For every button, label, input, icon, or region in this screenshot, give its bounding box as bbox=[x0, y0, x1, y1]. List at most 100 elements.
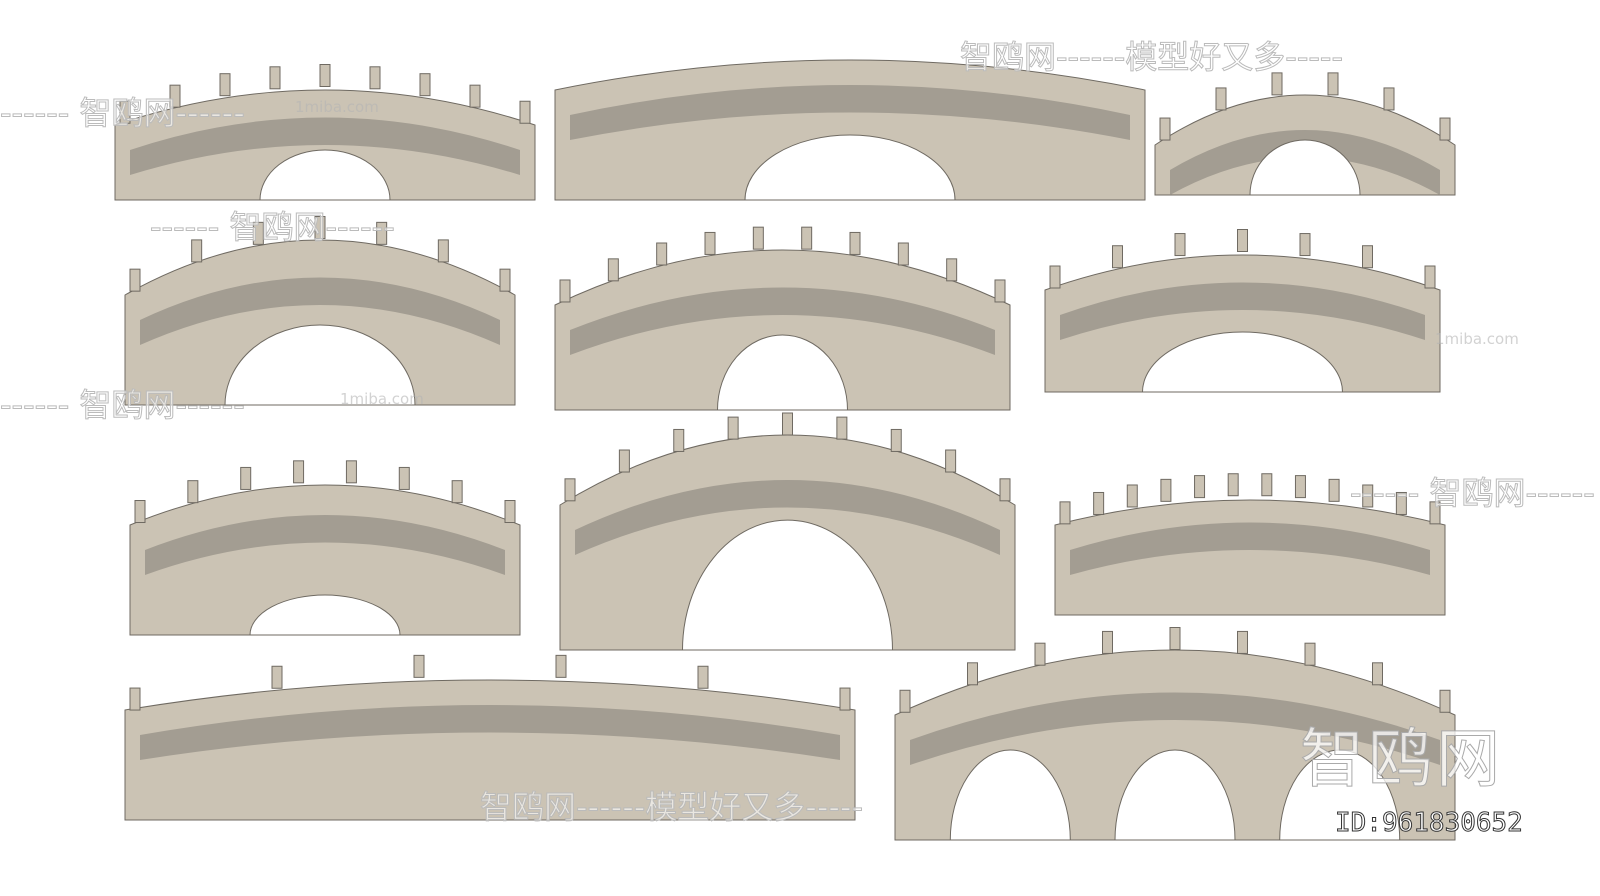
railing-post bbox=[1049, 265, 1061, 289]
railing-post bbox=[1174, 233, 1186, 257]
railing-post bbox=[1159, 117, 1171, 141]
railing-post bbox=[839, 687, 851, 711]
railing-post bbox=[369, 66, 381, 90]
railing-post bbox=[1299, 233, 1311, 257]
arch-opening bbox=[716, 334, 849, 411]
railing-post bbox=[129, 268, 141, 292]
watermark-site-3: 1miba.com bbox=[1435, 330, 1519, 348]
railing-post bbox=[1034, 642, 1046, 666]
arch-opening bbox=[744, 134, 956, 201]
watermark-brand-line-2: ------ 智鸥网------ bbox=[150, 208, 396, 247]
railing-post bbox=[673, 428, 685, 452]
bridge-body bbox=[114, 89, 536, 201]
bridge-body bbox=[1044, 254, 1441, 393]
watermark-id: ID:961830652 bbox=[1335, 808, 1524, 839]
railing-post bbox=[559, 279, 571, 303]
railing-post bbox=[727, 416, 739, 440]
railing-post bbox=[1362, 245, 1373, 269]
railing-post bbox=[994, 279, 1006, 303]
railing-post bbox=[946, 258, 958, 282]
bridge-model-7 bbox=[129, 460, 521, 636]
arch-opening bbox=[1141, 331, 1344, 393]
railing-post bbox=[134, 500, 146, 524]
railing-post bbox=[697, 665, 709, 689]
railing-post bbox=[504, 500, 516, 524]
arch-opening bbox=[249, 594, 401, 636]
railing-post bbox=[967, 662, 978, 686]
railing-post bbox=[129, 687, 141, 711]
railing-post bbox=[499, 268, 511, 292]
bridge-deck-panel bbox=[130, 117, 520, 175]
railing-post bbox=[899, 689, 911, 713]
railing-post bbox=[1395, 491, 1407, 515]
bridge-deck-panel bbox=[145, 515, 505, 575]
railing-post bbox=[849, 231, 861, 255]
railing-post bbox=[469, 84, 481, 108]
railing-post bbox=[1169, 627, 1181, 650]
railing-post bbox=[1328, 478, 1340, 502]
railing-post bbox=[519, 100, 531, 124]
railing-post bbox=[1237, 229, 1248, 252]
bridge-deck-panel bbox=[1170, 130, 1440, 195]
railing-post bbox=[1160, 478, 1172, 502]
railing-post bbox=[269, 66, 281, 90]
railing-post bbox=[437, 239, 449, 263]
arch-opening bbox=[259, 149, 391, 201]
arch-opening bbox=[1279, 749, 1401, 841]
railing-post bbox=[252, 221, 264, 245]
railing-post bbox=[555, 654, 567, 678]
arch-opening bbox=[224, 324, 416, 406]
railing-post bbox=[1439, 117, 1451, 141]
railing-post bbox=[1261, 473, 1273, 497]
watermark-site-1: 1miba.com bbox=[295, 98, 379, 116]
railing-post bbox=[618, 449, 630, 473]
railing-post bbox=[271, 665, 283, 689]
arch-opening bbox=[681, 519, 894, 651]
railing-post bbox=[1429, 501, 1441, 525]
bridge-deck-panel bbox=[140, 705, 840, 760]
railing-post bbox=[656, 242, 668, 266]
watermark-brand-line-4: ------ 智鸥网------ bbox=[1350, 474, 1596, 513]
railing-post bbox=[376, 221, 388, 245]
railing-post bbox=[1194, 475, 1206, 499]
railing-post bbox=[451, 480, 463, 504]
railing-post bbox=[752, 226, 764, 250]
railing-post bbox=[419, 73, 431, 97]
railing-post bbox=[1093, 491, 1105, 515]
railing-post bbox=[219, 73, 231, 97]
railing-post bbox=[1237, 630, 1248, 654]
watermark-tagline-bottom: 智鸥网------模型好又多----- bbox=[479, 788, 864, 827]
railing-post bbox=[890, 428, 902, 452]
railing-post bbox=[836, 416, 848, 440]
railing-post bbox=[240, 466, 252, 490]
bridge-body bbox=[1054, 499, 1446, 616]
railing-post bbox=[1304, 642, 1316, 666]
railing-post bbox=[1102, 630, 1113, 654]
railing-post bbox=[169, 84, 181, 108]
railing-post bbox=[314, 216, 326, 239]
railing-post bbox=[782, 412, 793, 436]
railing-post bbox=[191, 239, 203, 263]
bridge-deck-panel bbox=[140, 277, 500, 345]
bridge-model-11 bbox=[894, 627, 1456, 841]
arch-opening bbox=[949, 750, 1071, 841]
bridge-deck-panel bbox=[570, 85, 1130, 140]
bridge-model-2 bbox=[554, 59, 1146, 201]
watermark-brand-line-3: ------ 智鸥网------ bbox=[0, 386, 245, 425]
bridge-deck-panel bbox=[910, 692, 1440, 765]
railing-post bbox=[1372, 662, 1383, 686]
railing-post bbox=[398, 466, 410, 490]
railing-post bbox=[607, 258, 619, 282]
bridge-model-8 bbox=[559, 412, 1016, 651]
railing-post bbox=[564, 478, 576, 502]
railing-post bbox=[1227, 473, 1239, 497]
bridge-deck-panel bbox=[1060, 282, 1425, 340]
watermark-brand-big: 智鸥网 bbox=[1300, 723, 1504, 798]
bridge-model-9 bbox=[1054, 473, 1446, 616]
railing-post bbox=[999, 478, 1011, 502]
railing-post bbox=[345, 460, 357, 484]
railing-post bbox=[1383, 87, 1395, 111]
railing-post bbox=[1271, 72, 1283, 96]
